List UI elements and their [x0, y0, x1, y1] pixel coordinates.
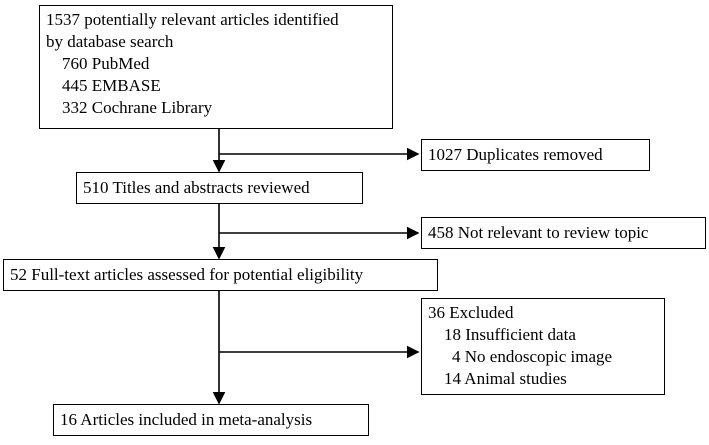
- not-relevant-box: 458 Not relevant to review topic: [421, 217, 706, 249]
- screened-box: 510 Titles and abstracts reviewed: [76, 172, 363, 204]
- duplicates-box: 1027 Duplicates removed: [421, 139, 650, 171]
- excluded-title: 36 Excluded: [428, 303, 514, 322]
- excluded-reason-insufficient: 18 Insufficient data: [444, 325, 576, 344]
- included-text: 16 Articles included in meta-analysis: [60, 410, 313, 429]
- duplicates-text: 1027 Duplicates removed: [428, 145, 603, 164]
- excluded-box: 36 Excluded 18 Insufficient data 4 No en…: [421, 298, 665, 395]
- full-text-text: 52 Full-text articles assessed for poten…: [10, 265, 364, 284]
- identified-box: 1537 potentially relevant articles ident…: [39, 5, 393, 129]
- included-box: 16 Articles included in meta-analysis: [53, 404, 369, 436]
- source-cochrane: 332 Cochrane Library: [62, 98, 213, 117]
- identified-title-line-2: by database search: [46, 32, 174, 51]
- full-text-box: 52 Full-text articles assessed for poten…: [3, 259, 438, 291]
- excluded-reason-animal: 14 Animal studies: [444, 369, 567, 388]
- not-relevant-text: 458 Not relevant to review topic: [428, 223, 649, 242]
- screened-text: 510 Titles and abstracts reviewed: [83, 178, 310, 197]
- source-pubmed: 760 PubMed: [62, 54, 150, 73]
- excluded-reason-no-image: 4 No endoscopic image: [452, 347, 613, 366]
- identified-title-line-1: 1537 potentially relevant articles ident…: [46, 10, 339, 29]
- source-embase: 445 EMBASE: [62, 76, 161, 95]
